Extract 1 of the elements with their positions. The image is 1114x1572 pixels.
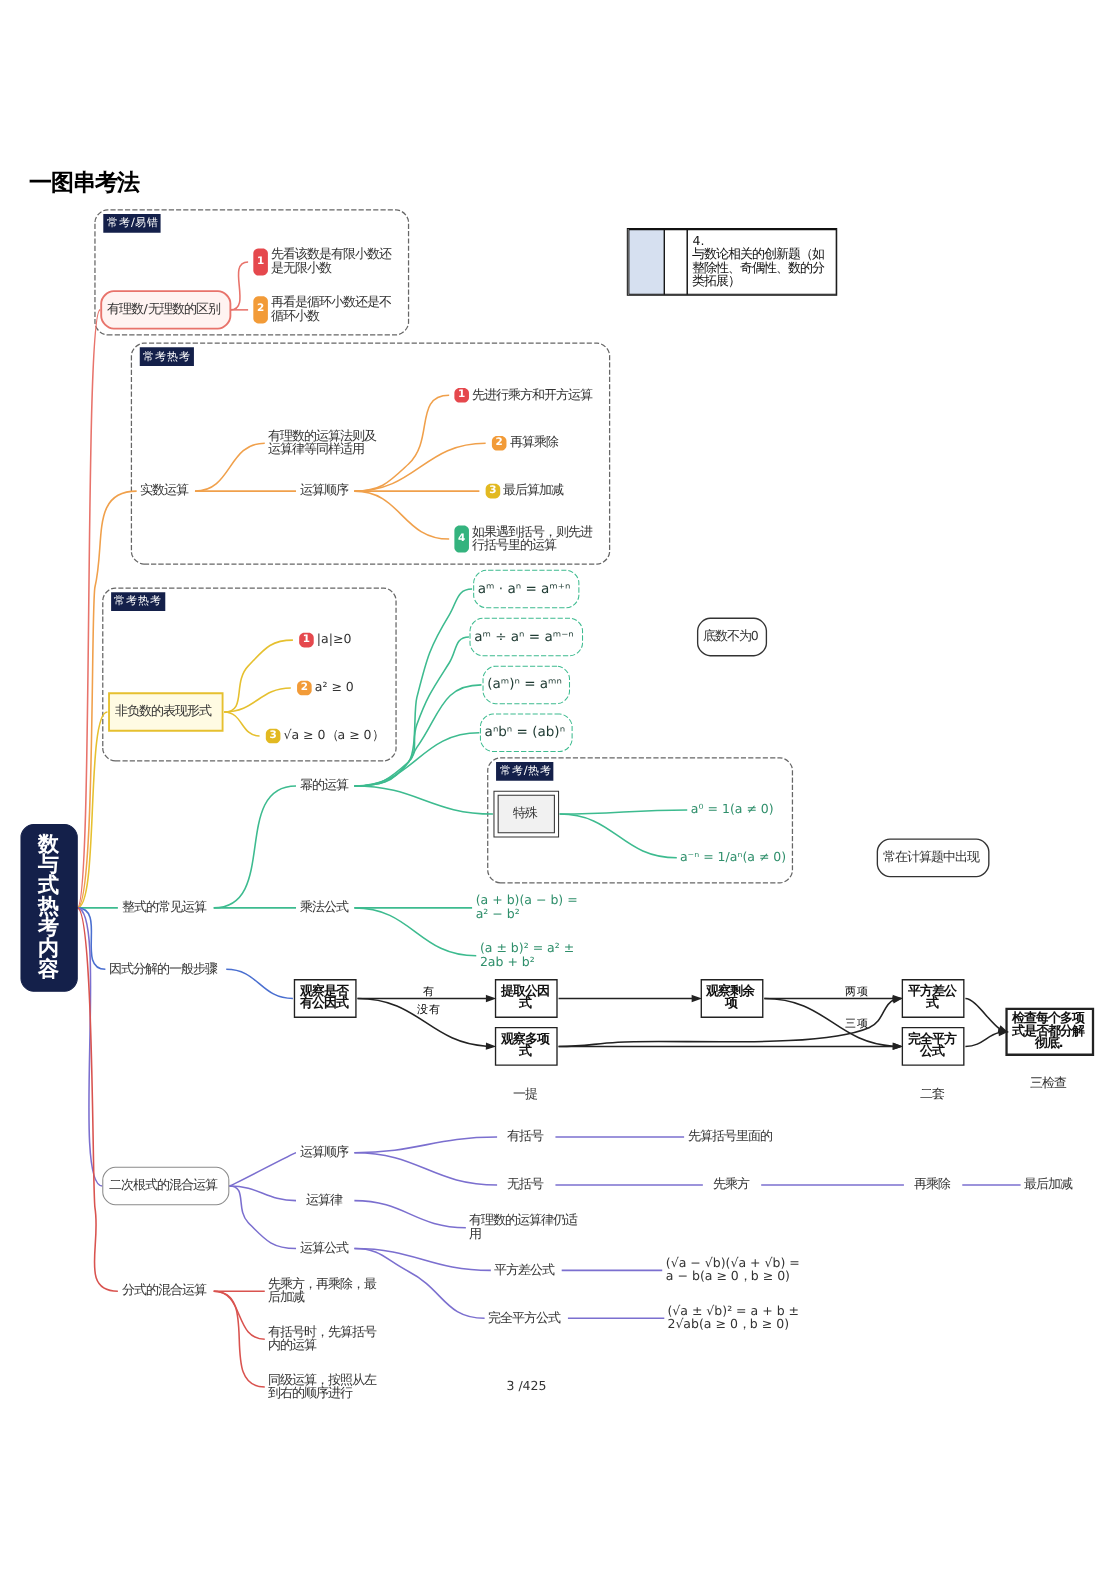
diagram-title: 一图串考法 <box>29 166 140 195</box>
